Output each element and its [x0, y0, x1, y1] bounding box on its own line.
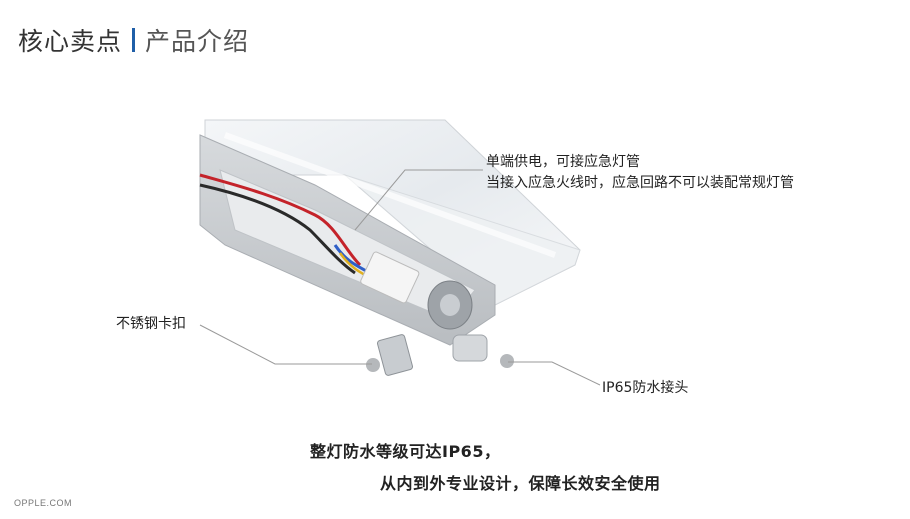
- page-subtitle: 产品介绍: [145, 27, 250, 56]
- callout-single-end-power: 单端供电，可接应急灯管: [486, 154, 640, 170]
- waterproof-batten-light-icon: [199, 119, 581, 376]
- title-divider: [132, 28, 136, 52]
- callout-ip65-connector: IP65防水接头: [602, 380, 689, 396]
- headline-line-1: 整灯防水等级可达IP65，: [310, 442, 501, 461]
- callout-stainless-clip: 不锈钢卡扣: [116, 316, 186, 332]
- page-title: 核心卖点: [18, 27, 123, 56]
- footer-brand: OPPLE.COM: [14, 498, 73, 508]
- page-header: 核心卖点 产品介绍: [18, 22, 249, 58]
- callout-emergency-note: 当接入应急火线时，应急回路不可以装配常规灯管: [486, 175, 794, 191]
- headline-line-2: 从内到外专业设计，保障长效安全使用: [380, 474, 661, 493]
